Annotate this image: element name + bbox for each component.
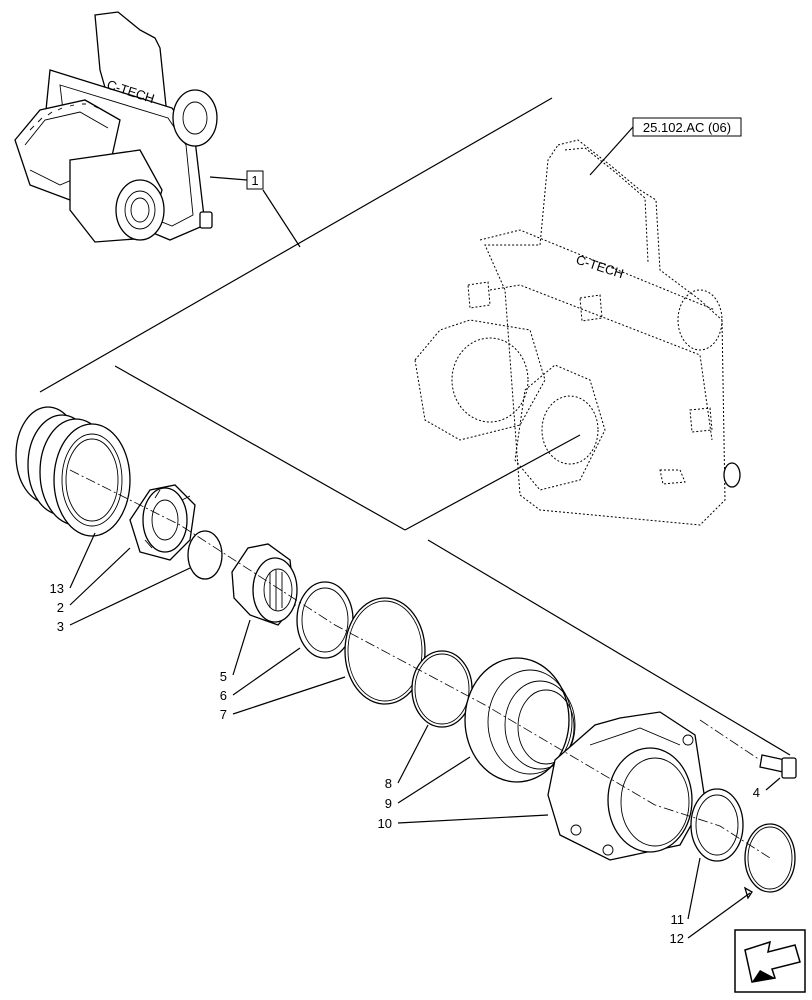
callout-4[interactable]: 4 — [753, 785, 760, 800]
part-5-splined-gear[interactable] — [231, 543, 298, 626]
separator-line-middle — [114, 365, 406, 531]
callout-2[interactable]: 2 — [57, 600, 64, 615]
callout-5[interactable]: 5 — [220, 669, 227, 684]
callout-13[interactable]: 13 — [50, 581, 64, 596]
part-2-hub[interactable] — [129, 484, 196, 561]
part-4-bolt[interactable] — [759, 754, 797, 779]
part-3-snap-ring[interactable] — [187, 530, 223, 580]
callout-7[interactable]: 7 — [220, 707, 227, 722]
callout-6[interactable]: 6 — [220, 688, 227, 703]
callout-10[interactable]: 10 — [378, 816, 392, 831]
svg-text:C-TECH: C-TECH — [574, 252, 625, 281]
reference-link[interactable]: 25.102.AC (06) — [632, 117, 742, 137]
callout-3[interactable]: 3 — [57, 619, 64, 634]
arrow-bottom-left-icon[interactable] — [734, 929, 806, 993]
assembly-axis — [69, 469, 771, 859]
callout-9[interactable]: 9 — [385, 796, 392, 811]
part-9-piston[interactable] — [464, 657, 576, 783]
assembly-thumbnail: C-TECH — [14, 11, 218, 243]
callout-8[interactable]: 8 — [385, 776, 392, 791]
separator-line-right — [427, 539, 791, 756]
part-7-o-ring[interactable] — [344, 597, 426, 705]
bolt-axis — [699, 719, 761, 761]
part-13-disc-pack[interactable] — [15, 406, 131, 537]
callout-1-label: 1 — [251, 173, 258, 188]
callout-11[interactable]: 11 — [671, 912, 685, 927]
part-6-washer[interactable] — [296, 581, 354, 659]
callout-12[interactable]: 12 — [670, 931, 684, 946]
part-8-o-ring[interactable] — [411, 650, 473, 728]
part-12-circlip[interactable] — [743, 823, 796, 900]
ghost-housing: C-TECH — [414, 139, 741, 526]
separator-line-top — [39, 97, 553, 393]
callout-1[interactable]: 1 — [246, 170, 264, 190]
reference-label: 25.102.AC (06) — [643, 120, 731, 135]
part-10-cover[interactable] — [547, 711, 706, 861]
